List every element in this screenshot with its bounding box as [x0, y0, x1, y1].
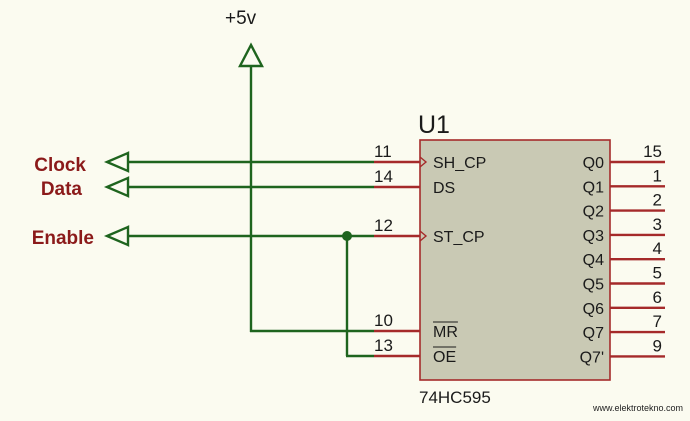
pin-name-q4: Q4	[583, 252, 604, 269]
pin-number-sh-cp: 11	[374, 142, 392, 161]
pin-name-ds: DS	[433, 180, 455, 197]
pin-name-q6: Q6	[583, 301, 604, 318]
pin-number-q0: 15	[643, 142, 662, 161]
clock-terminal-arrow	[103, 151, 130, 173]
pin-name-q3: Q3	[583, 228, 604, 245]
pin-name-oe: OE	[433, 349, 456, 366]
clock-indicator-st-cp	[419, 230, 428, 242]
enable-terminal-arrow	[103, 225, 130, 247]
pin-number-mr: 10	[374, 311, 393, 330]
pin-name-q7: Q7	[583, 325, 604, 342]
pin-name-q0: Q0	[583, 155, 604, 172]
pin-name-q7-: Q7'	[580, 349, 604, 366]
pin-name-st-cp: ST_CP	[433, 229, 485, 246]
pin-number-q2: 2	[653, 191, 662, 210]
pin-number-q6: 6	[653, 288, 662, 307]
pin-number-q3: 3	[653, 215, 662, 234]
pin-number-q7-: 9	[653, 336, 662, 355]
pin-name-q1: Q1	[583, 179, 604, 196]
pin-number-q5: 5	[653, 264, 662, 283]
net-label-clock: Clock	[34, 155, 86, 176]
chip-reference: U1	[418, 111, 450, 139]
pin-name-mr: MR	[433, 324, 458, 341]
pin-number-q7: 7	[653, 312, 662, 331]
pin-number-q4: 4	[653, 239, 662, 258]
clock-indicator-sh-cp	[419, 156, 428, 168]
pin-number-ds: 14	[374, 167, 393, 186]
net-label-data: Data	[41, 179, 83, 200]
pin-number-st-cp: 12	[374, 216, 393, 235]
power-label: +5v	[225, 8, 257, 29]
data-terminal-arrow	[103, 176, 130, 198]
pin-name-q2: Q2	[583, 204, 604, 221]
chip-part-number: 74HC595	[419, 388, 491, 407]
power-terminal-arrow	[238, 42, 264, 68]
net-label-enable: Enable	[32, 228, 94, 249]
watermark: www.elektrotekno.com	[592, 403, 683, 413]
pin-name-q5: Q5	[583, 277, 604, 294]
pin-number-oe: 13	[374, 336, 393, 355]
pin-name-sh-cp: SH_CP	[433, 155, 486, 172]
chip-body	[419, 139, 611, 381]
pin-number-q1: 1	[653, 166, 662, 185]
